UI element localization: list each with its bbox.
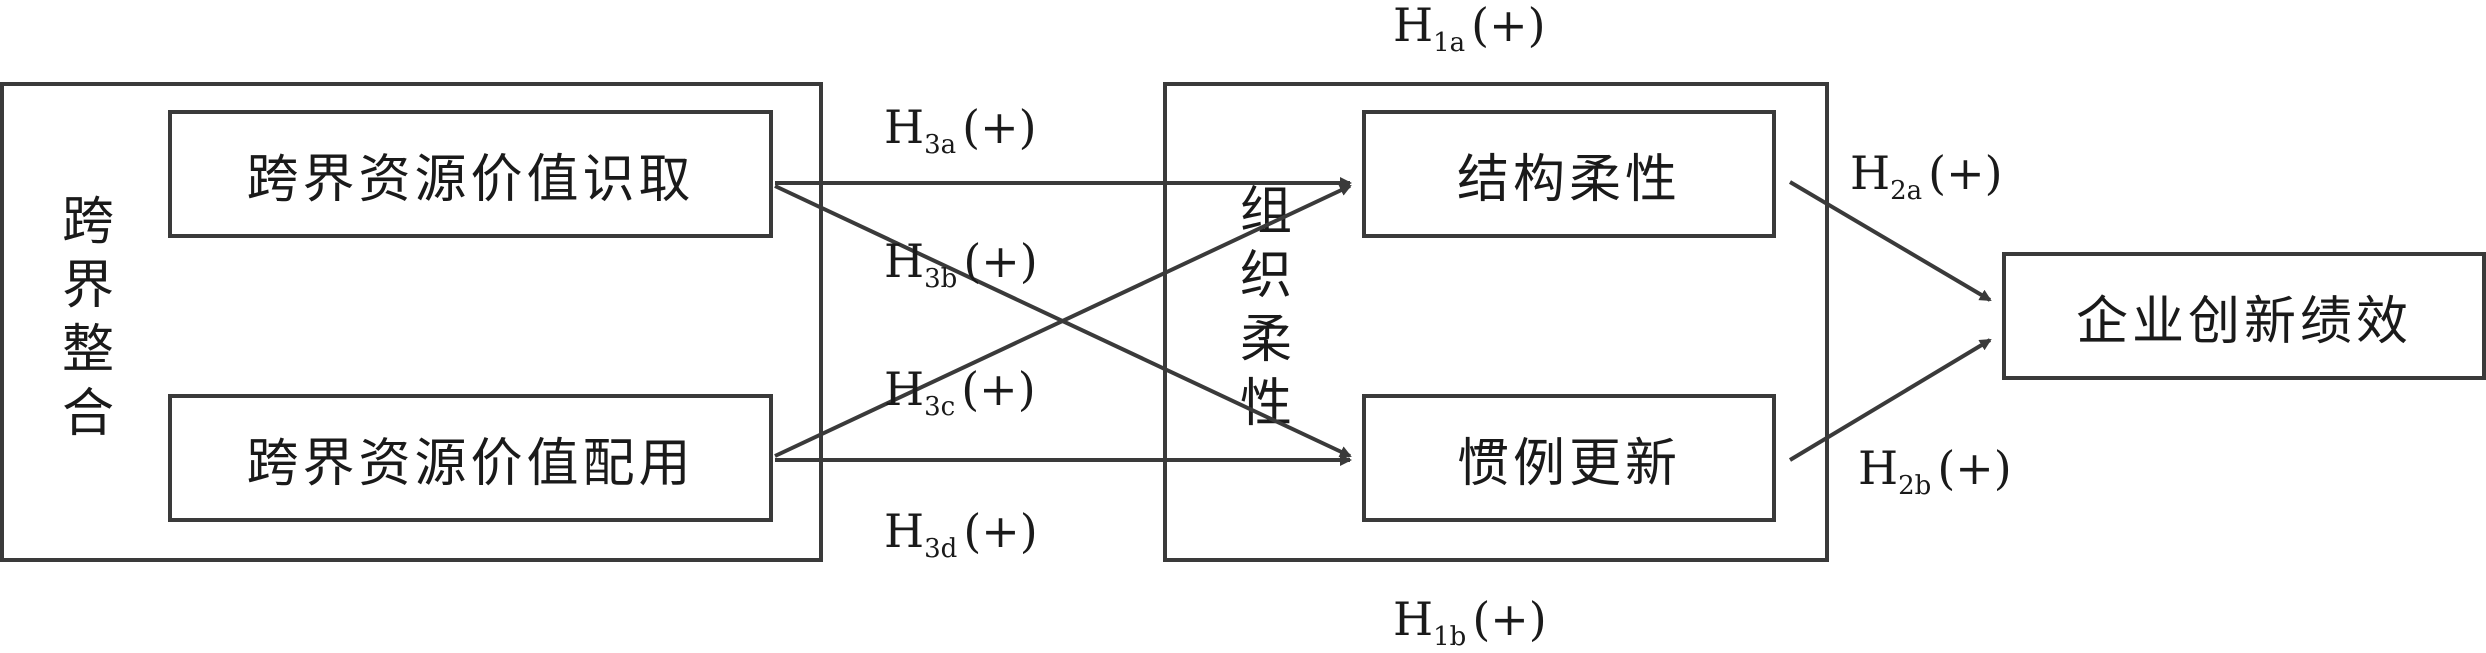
hypothesis-h3a: H3a(+) — [884, 100, 1037, 160]
organizational-flexibility-label: 组 织 柔 性 — [1236, 180, 1296, 436]
hypothesis-h2b: H2b(+) — [1858, 441, 2012, 501]
label-char: 织 — [1239, 246, 1292, 306]
label-char: 跨 — [61, 192, 114, 252]
label-char: 整 — [61, 320, 114, 380]
label-char: 柔 — [1239, 310, 1292, 370]
innovation-performance-box: 企业创新绩效 — [2002, 252, 2486, 380]
organizational-flexibility-group — [1163, 82, 1829, 562]
value-identification-text: 跨界资源价值识取 — [246, 149, 695, 210]
hypothesis-h1a: H1a(+) — [1393, 0, 1546, 58]
label-char: 界 — [61, 256, 114, 316]
hypothesis-h3d: H3d(+) — [884, 504, 1038, 564]
label-char: 合 — [61, 384, 114, 444]
cross-border-integration-group — [0, 82, 823, 562]
hypothesis-h3c: H3c(+) — [884, 362, 1036, 422]
value-allocation-text: 跨界资源价值配用 — [246, 433, 695, 494]
routine-renewal-box: 惯例更新 — [1362, 394, 1776, 522]
value-allocation-box: 跨界资源价值配用 — [168, 394, 773, 522]
hypothesis-h2a: H2a(+) — [1850, 146, 2003, 206]
routine-renewal-text: 惯例更新 — [1456, 433, 1681, 494]
arrow-h3c — [774, 184, 1352, 458]
structural-flexibility-box: 结构柔性 — [1362, 110, 1776, 238]
arrow-h2a — [1788, 180, 1992, 302]
hypothesis-h3b: H3b(+) — [884, 234, 1038, 294]
cross-border-integration-label: 跨 界 整 合 — [58, 190, 118, 446]
hypothesis-h1b: H1b(+) — [1393, 592, 1547, 652]
innovation-performance-text: 企业创新绩效 — [2075, 291, 2412, 352]
arrow-h2b — [1788, 338, 1992, 462]
structural-flexibility-text: 结构柔性 — [1456, 149, 1681, 210]
value-identification-box: 跨界资源价值识取 — [168, 110, 773, 238]
